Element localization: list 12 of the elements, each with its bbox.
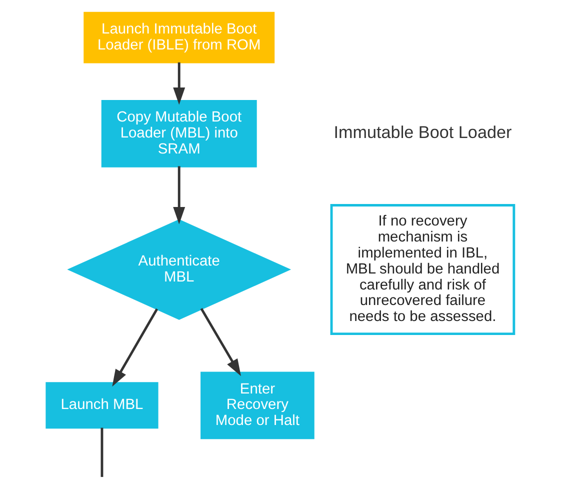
arrow [173, 62, 186, 105]
node-box: Launch MBL [46, 382, 158, 429]
node-box: Launch Immutable Boot Loader (IBLE) from ROM [84, 12, 275, 64]
arrow [112, 308, 158, 387]
arrow [200, 308, 241, 376]
arrow [173, 166, 186, 224]
node-diamond: Authenticate MBL [67, 219, 292, 320]
label: Immutable Boot Loader [334, 122, 512, 142]
node-box: Copy Mutable Boot Loader (MBL) into SRAM [101, 100, 257, 168]
node-box: If no recovery mechanism is implemented in IBL, MBL should be handled carefully and risk of unrecovered failure needs to be assessed. [330, 204, 516, 336]
connector [100, 428, 104, 477]
node-box: Enter Recovery Mode or Halt [200, 372, 314, 440]
